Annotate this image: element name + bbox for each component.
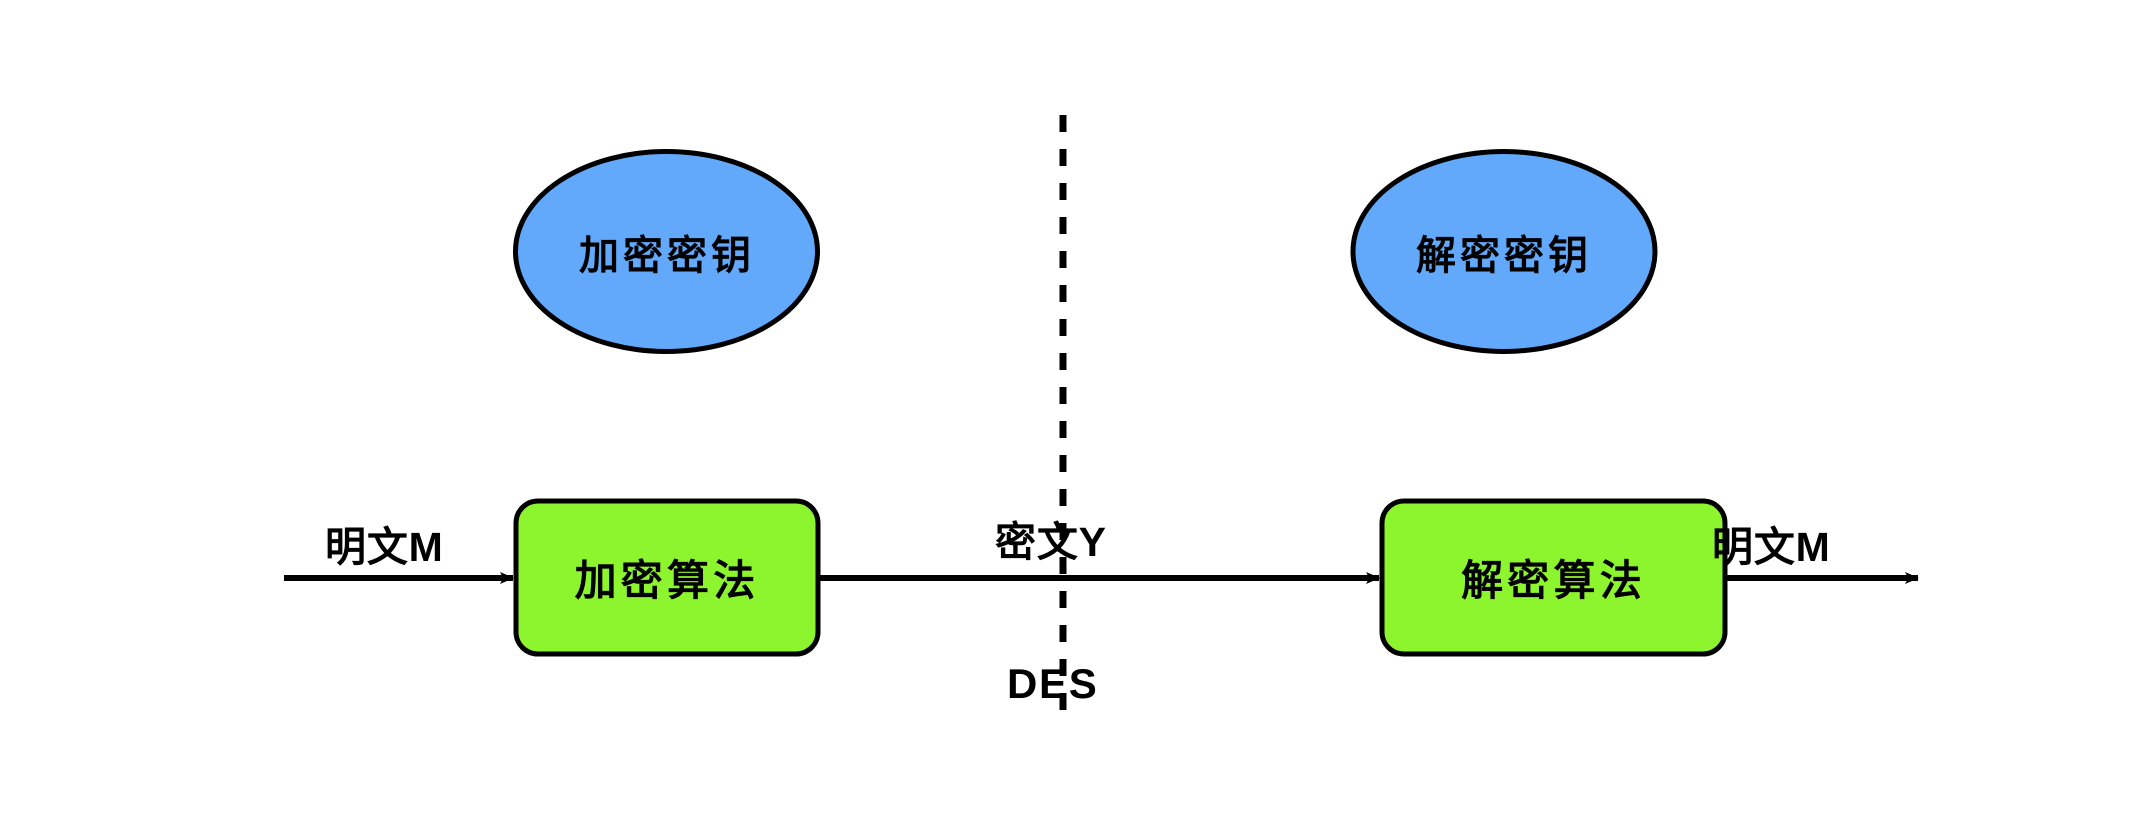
edge-label-ciphertext: 密文Y <box>995 519 1107 565</box>
node-enc-key-shape[interactable] <box>513 149 820 354</box>
node-dec-key-shape[interactable] <box>1350 149 1658 354</box>
node-dec-algo-shape[interactable] <box>1379 498 1728 657</box>
des-divider-label: DES <box>1007 660 1099 707</box>
edge-label-plaintext-in: 明文M <box>325 524 444 570</box>
node-enc-algo-shape[interactable] <box>513 498 821 657</box>
edge-label-plaintext-out: 明文M <box>1712 524 1831 570</box>
